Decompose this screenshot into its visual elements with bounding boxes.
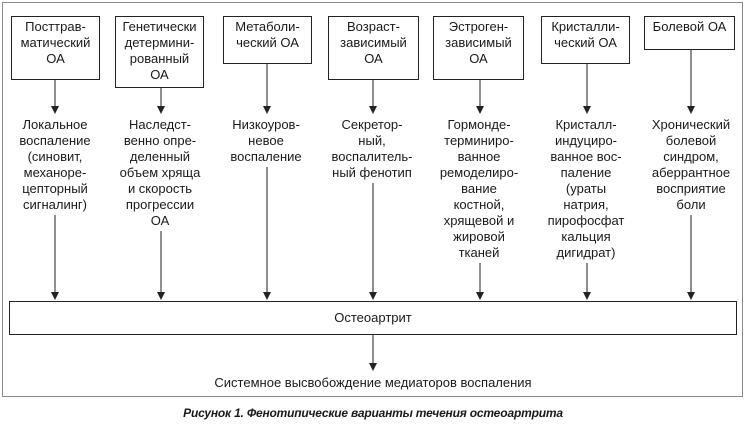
phenotype-label: Эстроген- зависимый ОА [445, 19, 512, 66]
diagram-frame [2, 2, 743, 397]
phenotype-description-3: Низкоуров- невое воспаление [230, 117, 302, 164]
phenotype-label: Метаболи- ческий ОА [235, 19, 300, 50]
phenotype-box-5: Эстроген- зависимый ОА [433, 16, 524, 80]
phenotype-box-7: Болевой ОА [644, 16, 735, 50]
osteoarthritis-label: Остеоартрит [334, 310, 412, 325]
phenotype-description-2: Наследст- венно опре- деленный объем хря… [119, 117, 201, 228]
osteoarthritis-box: Остеоартрит [9, 301, 737, 335]
phenotype-box-3: Метаболи- ческий ОА [223, 16, 312, 64]
figure-caption: Рисунок 1. Фенотипические варианты течен… [183, 406, 563, 420]
phenotype-label: Болевой ОА [652, 19, 727, 34]
phenotype-label: Генетически детермини- рованный ОА [122, 19, 197, 82]
systemic-outcome: Системное высвобождение медиаторов воспа… [214, 375, 532, 390]
phenotype-description-5: Гормонде- терминиро- ванное ремоделиро- … [439, 117, 519, 260]
phenotype-description-1: Локальное воспаление (синовит, механоре-… [19, 117, 91, 212]
phenotype-description-7: Хронический болевой синдром, аберрантное… [651, 117, 731, 212]
phenotype-label: Посттрав- матический ОА [20, 19, 91, 66]
phenotype-label: Возраст- зависимый ОА [340, 19, 407, 66]
phenotype-box-4: Возраст- зависимый ОА [328, 16, 419, 80]
phenotype-description-4: Секретор- ный, воспалитель- ный фенотип [331, 117, 413, 180]
phenotype-label: Кристалли- ческий ОА [551, 19, 620, 50]
phenotype-description-6: Кристалл- индуциро- ванное вос- паление … [547, 117, 625, 260]
phenotype-box-2: Генетически детермини- рованный ОА [115, 16, 204, 88]
phenotype-box-6: Кристалли- ческий ОА [541, 16, 630, 64]
phenotype-box-1: Посттрав- матический ОА [11, 16, 100, 80]
